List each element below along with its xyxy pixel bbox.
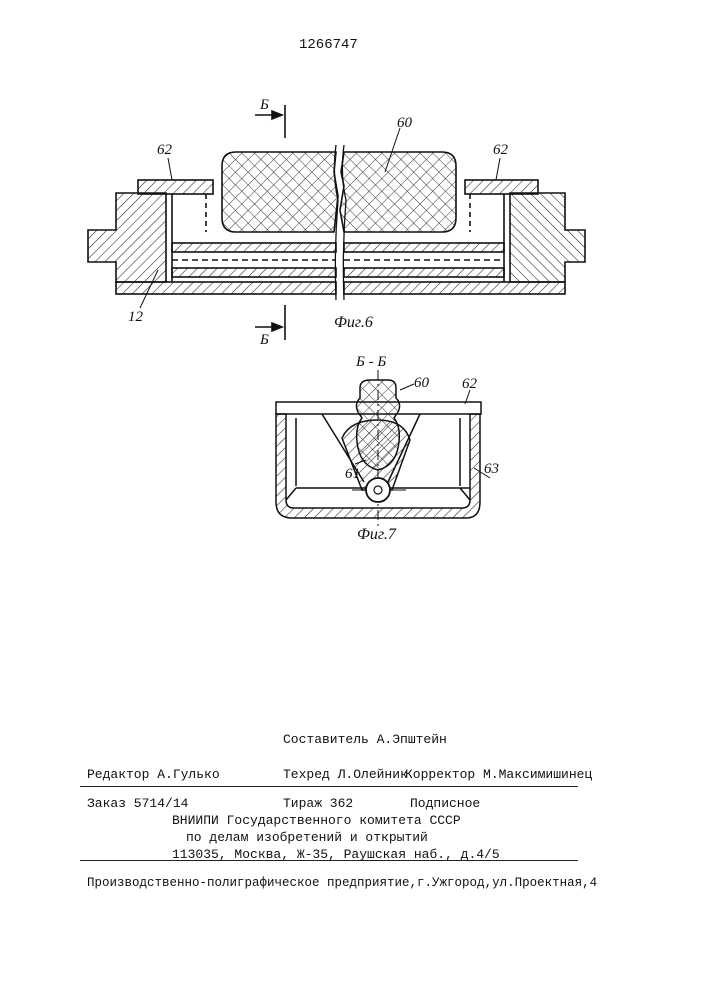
- divider-2: [80, 860, 578, 861]
- institute-line-2: по делам изобретений и открытий: [186, 831, 428, 844]
- institute-line-1: ВНИИПИ Государственного комитета СССР: [172, 814, 461, 827]
- label-62-left: 62: [157, 143, 172, 158]
- editor: Редактор А.Гулько: [87, 768, 220, 781]
- label-62-fig7: 62: [462, 377, 477, 392]
- divider-1: [80, 786, 578, 787]
- fig7-section-title: Б - Б: [356, 355, 386, 370]
- subscription: Подписное: [410, 797, 480, 810]
- figure-7: [276, 370, 490, 530]
- fig6-caption: Фиг.6: [334, 315, 373, 331]
- label-60-fig6: 60: [397, 116, 412, 131]
- compiler: Составитель А.Эпштейн: [283, 733, 447, 746]
- label-12: 12: [128, 310, 143, 325]
- circulation: Тираж 362: [283, 797, 353, 810]
- tech-editor: Техред Л.Олейник: [283, 768, 408, 781]
- label-63: 63: [484, 462, 499, 477]
- section-mark-bottom: Б: [260, 333, 269, 348]
- printer: Производственно-полиграфическое предприя…: [87, 877, 597, 890]
- label-60-fig7: 60: [414, 376, 429, 391]
- label-61: 61: [345, 467, 360, 482]
- proofreader: Корректор М.Максимишинец: [405, 768, 592, 781]
- label-62-right: 62: [493, 143, 508, 158]
- figure-6: [88, 105, 585, 340]
- order: Заказ 5714/14: [87, 797, 188, 810]
- section-mark-top: Б: [260, 98, 269, 113]
- fig7-caption: Фиг.7: [357, 527, 396, 543]
